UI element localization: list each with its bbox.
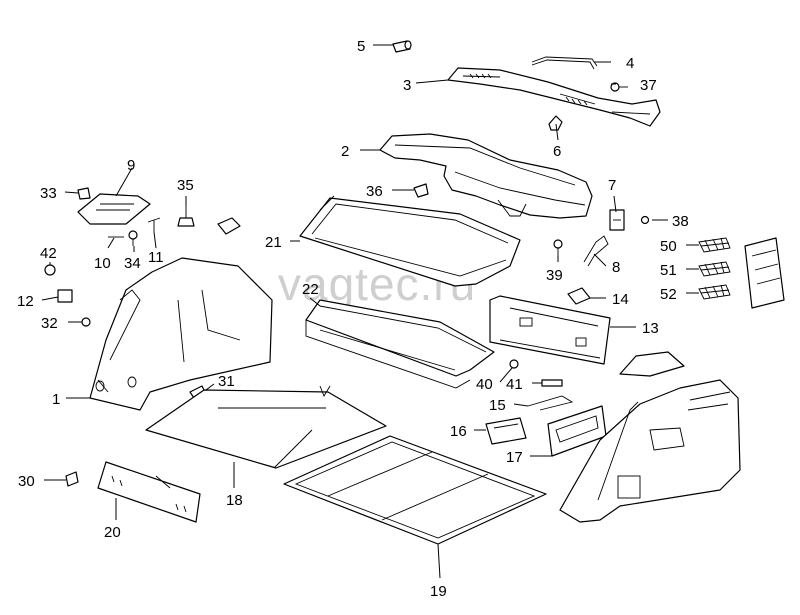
part-19-trunk-floor xyxy=(283,435,547,545)
small-bracket-near-13 xyxy=(619,351,685,377)
part-37-screw xyxy=(610,82,628,92)
callout-20: 20 xyxy=(104,524,121,541)
part-35-clip xyxy=(177,200,195,227)
part-9-cover xyxy=(77,193,151,225)
part-12-clip xyxy=(57,289,73,303)
callout-7: 7 xyxy=(608,177,616,194)
callout-2: 2 xyxy=(341,143,349,160)
part-14-tab xyxy=(567,287,591,305)
callout-3: 3 xyxy=(403,77,411,94)
part-34-screw xyxy=(128,230,138,246)
part-41-bolt xyxy=(541,379,563,387)
part-6-clip xyxy=(548,115,563,131)
part-11-clip xyxy=(147,217,161,232)
part-16-handle xyxy=(485,417,527,445)
callout-17: 17 xyxy=(506,449,523,466)
callout-30: 30 xyxy=(18,473,35,490)
callout-9: 9 xyxy=(127,157,135,174)
part-36-clip xyxy=(413,183,429,198)
callout-5: 5 xyxy=(357,38,365,55)
callout-32: 32 xyxy=(41,315,58,332)
callout-13: 13 xyxy=(642,320,659,337)
part-42-nut xyxy=(44,264,56,276)
part-40-screw xyxy=(509,359,519,369)
callout-37: 37 xyxy=(640,77,657,94)
part-22-storage-tray xyxy=(305,299,495,389)
callout-50: 50 xyxy=(660,238,677,255)
part-51-net xyxy=(698,261,731,277)
callout-41: 41 xyxy=(506,376,523,393)
part-38-clip xyxy=(640,215,650,225)
callout-14: 14 xyxy=(612,291,629,308)
callout-8: 8 xyxy=(612,259,620,276)
callout-52: 52 xyxy=(660,286,677,303)
callout-15: 15 xyxy=(489,397,506,414)
part-2-shelf-trim xyxy=(379,133,593,219)
part-50-net xyxy=(698,237,731,253)
part-52-net xyxy=(698,284,731,300)
callout-31: 31 xyxy=(218,373,235,390)
part-15-bracket xyxy=(527,395,574,411)
part-1-left-side-trim xyxy=(89,257,273,411)
part-39-clip xyxy=(553,239,563,256)
callout-51: 51 xyxy=(660,262,677,279)
leader-lines xyxy=(41,44,699,579)
part-4-seal-strip xyxy=(531,56,598,70)
callout-18: 18 xyxy=(226,492,243,509)
part-20-floor-bracket xyxy=(97,461,201,523)
right-side-trim xyxy=(559,379,741,523)
callout-11: 11 xyxy=(148,249,164,266)
callout-34: 34 xyxy=(124,255,141,272)
callout-22: 22 xyxy=(302,281,319,298)
part-30-clip xyxy=(65,471,79,487)
callout-40: 40 xyxy=(476,376,493,393)
part-33-clip xyxy=(77,187,91,200)
callout-16: 16 xyxy=(450,423,467,440)
callout-36: 36 xyxy=(366,183,383,200)
callout-38: 38 xyxy=(672,213,689,230)
part-21-parcel-shelf xyxy=(299,195,521,287)
callout-10: 10 xyxy=(94,255,111,272)
callout-33: 33 xyxy=(40,185,57,202)
callout-39: 39 xyxy=(546,267,563,284)
callout-21: 21 xyxy=(265,234,282,251)
callout-12: 12 xyxy=(17,293,34,310)
callout-labels: 5 4 3 37 2 6 7 36 38 21 50 51 52 8 39 9 … xyxy=(17,38,689,600)
net-panel xyxy=(744,237,785,309)
part-3-rear-panel-trim xyxy=(447,67,661,127)
part-32-screw xyxy=(81,317,91,327)
part-18-floor-mat xyxy=(145,385,387,469)
callout-1: 1 xyxy=(52,391,60,408)
cap-part xyxy=(217,217,241,235)
part-7-bracket xyxy=(609,209,625,231)
callout-19: 19 xyxy=(430,583,447,600)
callout-35: 35 xyxy=(177,177,194,194)
part-8-strap xyxy=(583,235,609,267)
part-5-plug xyxy=(392,40,412,53)
callout-42: 42 xyxy=(40,245,57,262)
part-13-cross-panel xyxy=(489,295,611,365)
callout-4: 4 xyxy=(626,55,634,72)
callout-6: 6 xyxy=(553,143,561,160)
